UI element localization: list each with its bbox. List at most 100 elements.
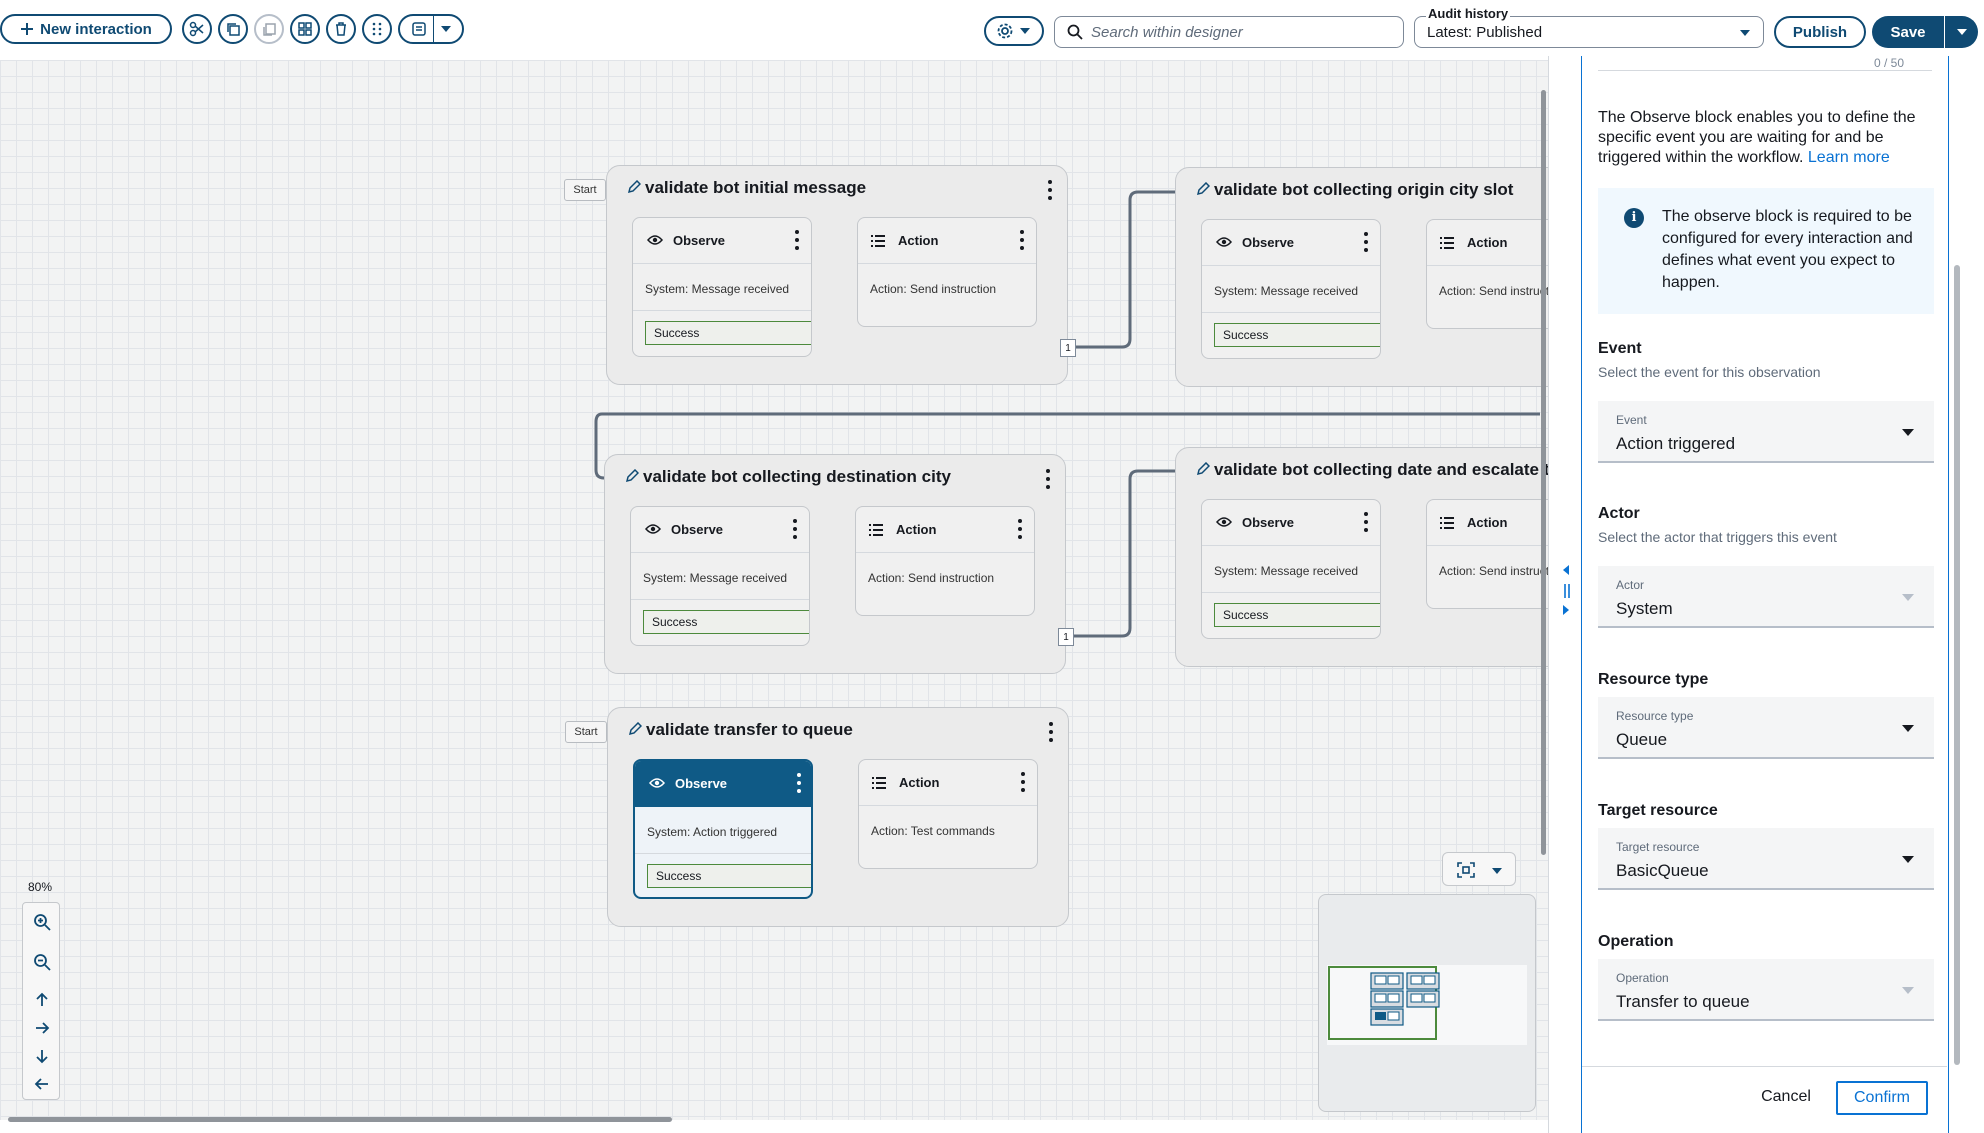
action-block[interactable]: Action Action: Send instruction (857, 217, 1037, 327)
drag-handle-icon[interactable] (1563, 584, 1571, 598)
duplicate-icon (263, 23, 276, 36)
save-options-button[interactable] (1945, 27, 1978, 37)
horizontal-scrollbar[interactable] (8, 1117, 672, 1122)
pan-down-button[interactable] (31, 1045, 53, 1067)
pan-right-button[interactable] (31, 1017, 53, 1039)
panel-resize-handle[interactable] (1548, 56, 1580, 1133)
success-branch[interactable]: Success (643, 610, 809, 634)
panel-scrollbar[interactable] (1954, 265, 1960, 1065)
eye-icon (647, 235, 663, 245)
pencil-icon[interactable] (1196, 182, 1210, 196)
char-counter: 0 / 50 (1873, 56, 1904, 70)
block-menu-button[interactable] (1363, 232, 1369, 252)
actor-description: Select the actor that triggers this even… (1598, 529, 1837, 545)
interaction-title: validate bot collecting date and escalat… (1214, 460, 1560, 479)
save-button[interactable]: Save (1890, 23, 1926, 41)
cut-button[interactable] (182, 14, 212, 44)
vertical-scrollbar[interactable] (1541, 90, 1546, 855)
success-branch[interactable]: Success (1214, 603, 1380, 627)
pencil-icon[interactable] (1196, 462, 1210, 476)
list-icon (1440, 237, 1454, 249)
interaction-card[interactable]: validate bot collecting destination city… (604, 454, 1066, 674)
copy-button[interactable] (218, 14, 248, 44)
zoom-in-button[interactable] (31, 911, 53, 933)
chevron-down-icon (1956, 29, 1967, 35)
action-block[interactable]: Action Action: Test commands (858, 759, 1038, 869)
resource-type-select[interactable]: Resource type Queue (1598, 697, 1934, 759)
delete-button[interactable] (326, 14, 356, 44)
operation-select[interactable]: Operation Transfer to queue (1598, 959, 1934, 1021)
block-summary: Action: Test commands (871, 824, 995, 838)
interaction-title: validate bot collecting destination city (643, 467, 951, 486)
audit-history-value: Latest: Published (1427, 23, 1543, 41)
collapse-right-icon[interactable] (1561, 604, 1571, 616)
fit-view-icon (1457, 862, 1475, 878)
target-resource-select[interactable]: Target resource BasicQueue (1598, 828, 1934, 890)
block-label: Observe (1242, 515, 1295, 530)
block-menu-button[interactable] (794, 230, 800, 250)
block-menu-button[interactable] (792, 519, 798, 539)
drag-button[interactable] (362, 14, 392, 44)
block-menu-button[interactable] (1020, 772, 1026, 792)
block-label: Observe (671, 522, 724, 537)
chevron-down-icon (1020, 28, 1030, 34)
new-interaction-button[interactable]: New interaction (0, 14, 172, 44)
observe-block[interactable]: Observe System: Message received Success (632, 217, 812, 357)
learn-more-link[interactable]: Learn more (1807, 149, 1890, 166)
info-text: The observe block is required to be conf… (1662, 208, 1913, 291)
interaction-card[interactable]: validate transfer to queue Observe Syste… (607, 707, 1069, 927)
block-menu-button[interactable] (796, 773, 802, 793)
pan-up-button[interactable] (31, 989, 53, 1011)
action-block[interactable]: Action Action: Send instruction (855, 506, 1035, 616)
block-label: Observe (673, 233, 726, 248)
observe-block[interactable]: Observe System: Message received Success (1201, 219, 1381, 359)
notes-dropdown-button[interactable] (398, 14, 464, 44)
interaction-card[interactable]: validate bot collecting origin city slot… (1175, 167, 1575, 387)
interaction-menu-button[interactable] (1047, 180, 1053, 200)
duplicate-button[interactable] (254, 14, 284, 44)
interaction-card[interactable]: validate bot collecting date and escalat… (1175, 447, 1575, 667)
interaction-card[interactable]: validate bot initial message Observe Sys… (606, 165, 1068, 385)
block-summary: System: Message received (1214, 564, 1359, 578)
block-menu-button[interactable] (1017, 519, 1023, 539)
divider (1582, 1066, 1947, 1067)
search-input[interactable]: Search within designer (1054, 16, 1404, 48)
zoom-out-button[interactable] (31, 951, 53, 973)
minimap-controls[interactable] (1442, 852, 1516, 886)
block-header: Observe (1202, 220, 1380, 266)
designer-canvas[interactable]: Start Start validate bot initial message… (0, 60, 1575, 1122)
observe-block[interactable]: Observe System: Message received Success (1201, 499, 1381, 639)
pencil-icon[interactable] (627, 180, 641, 194)
interaction-menu-button[interactable] (1045, 469, 1051, 489)
publish-button[interactable]: Publish (1774, 16, 1866, 48)
success-branch[interactable]: Success (647, 864, 811, 888)
audit-history-select[interactable]: Latest: Published (1414, 16, 1764, 48)
observe-block-selected[interactable]: Observe System: Action triggered Success (633, 759, 813, 899)
success-branch[interactable]: Success (1214, 323, 1380, 347)
actor-title: Actor (1598, 505, 1640, 522)
arrange-button[interactable] (290, 14, 320, 44)
interaction-title: validate transfer to queue (646, 720, 853, 739)
list-icon (871, 235, 885, 247)
success-branch[interactable]: Success (645, 321, 811, 345)
settings-dropdown-button[interactable] (984, 16, 1044, 46)
block-menu-button[interactable] (1019, 230, 1025, 250)
block-label: Action (898, 233, 939, 248)
confirm-button[interactable]: Confirm (1836, 1081, 1928, 1115)
actor-select[interactable]: Actor System (1598, 566, 1934, 628)
interaction-title: validate bot initial message (645, 178, 867, 197)
observe-block[interactable]: Observe System: Message received Success (630, 506, 810, 646)
block-summary: Action: Send instruction (1439, 284, 1566, 298)
block-label: Action (899, 775, 940, 790)
pencil-icon[interactable] (625, 469, 639, 483)
target-resource-select-value: BasicQueue (1616, 861, 1709, 880)
pan-left-button[interactable] (31, 1073, 53, 1095)
collapse-left-icon[interactable] (1561, 564, 1571, 576)
interaction-menu-button[interactable] (1048, 722, 1054, 742)
event-select[interactable]: Event Action triggered (1598, 401, 1934, 463)
divider (432, 15, 434, 43)
cancel-button[interactable]: Cancel (1761, 1088, 1811, 1105)
minimap[interactable] (1318, 894, 1536, 1112)
block-menu-button[interactable] (1363, 512, 1369, 532)
pencil-icon[interactable] (628, 722, 642, 736)
